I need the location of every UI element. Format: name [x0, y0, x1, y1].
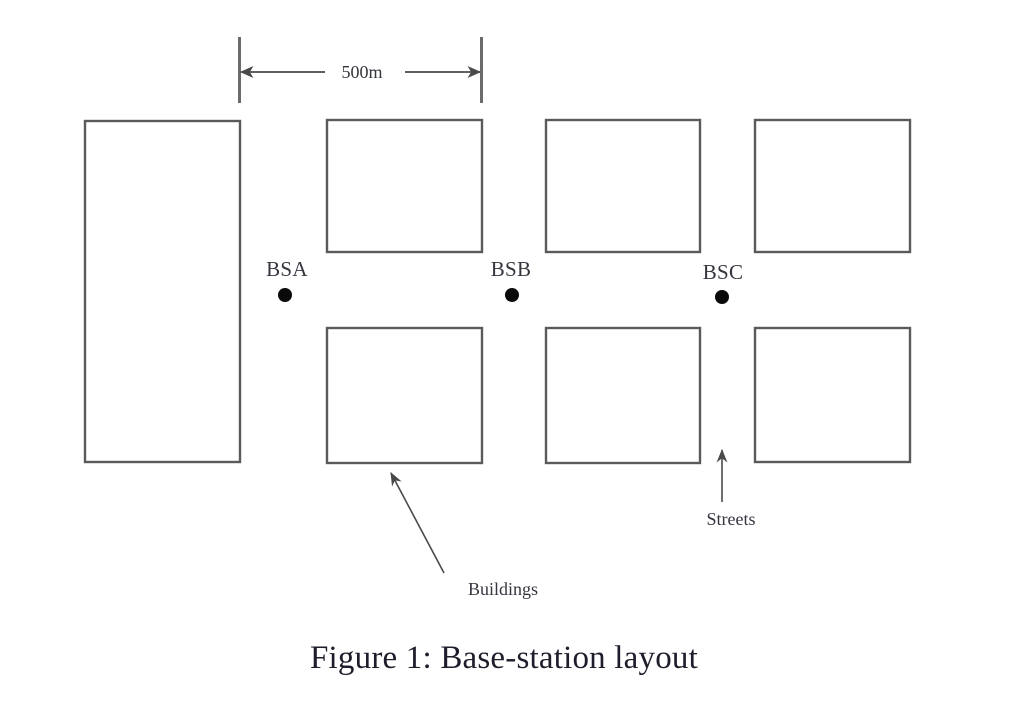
base-station-dot-bsb	[505, 288, 519, 302]
building-bottom-block-2	[544, 326, 702, 465]
figure-caption: Figure 1: Base-station layout	[310, 640, 698, 676]
building-top-block-1	[325, 118, 484, 254]
base-station-dot-bsa	[278, 288, 292, 302]
annotation-label-buildings: Buildings	[468, 579, 538, 599]
base-station-label-bsa: BSA	[266, 257, 308, 281]
base-stations-group: BSA BSB BSC	[266, 257, 743, 304]
building-top-block-3	[753, 118, 912, 254]
building-tall-left-block	[83, 119, 242, 464]
buildings-group	[83, 118, 912, 465]
annotation-buildings: Buildings	[390, 472, 538, 599]
annotation-label-streets: Streets	[707, 509, 756, 529]
base-station-dot-bsc	[715, 290, 729, 304]
building-bottom-block-1	[325, 326, 484, 465]
base-station-label-bsc: BSC	[703, 260, 744, 284]
dimension-label-500m: 500m	[341, 62, 382, 82]
buildings-leader-arrow-icon	[390, 472, 445, 574]
dimension-indicator-500m: 500m	[238, 37, 483, 103]
building-top-block-2	[544, 118, 702, 254]
base-station-label-bsb: BSB	[491, 257, 532, 281]
annotation-streets: Streets	[707, 448, 756, 529]
building-bottom-block-3	[753, 326, 912, 464]
